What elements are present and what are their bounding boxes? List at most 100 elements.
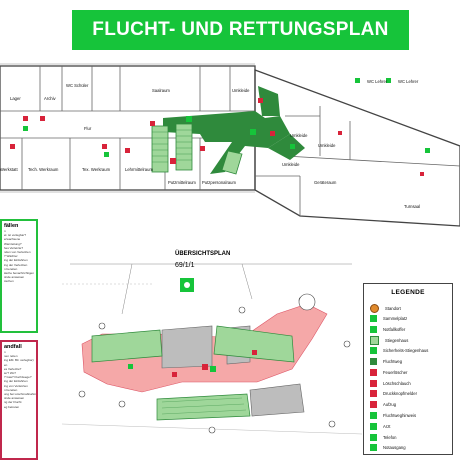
room-umkleide-3: Umkleide: [318, 143, 336, 148]
room-umkleide-1: Umkleide: [232, 88, 250, 93]
legend-item-telefon: Telefon: [370, 433, 397, 441]
panel-emergency-line: n: [4, 350, 6, 354]
legend-label: Sammelplatz: [383, 315, 408, 321]
room-wc-schueler: WC Schüler: [66, 83, 89, 88]
panel-emergency-line: ung bei Löschmaßnahm.: [4, 392, 36, 397]
panel-fire-line: ? Wächter: [4, 254, 18, 259]
feuerloescher-icon: [370, 368, 377, 376]
arzt-icon: [370, 422, 377, 430]
legend-label: Notausgang: [383, 445, 406, 451]
standort-icon: [370, 304, 379, 313]
panel-fire-line: nden von Verletzten: [4, 250, 31, 255]
stiegenhaus-icon: [370, 336, 379, 346]
room-tex-werkraum: Tex. Werkraum: [82, 167, 111, 172]
notfallkoffer-icon: [370, 325, 377, 333]
legend-label: Sicherheits-Stiegenhaus: [383, 348, 429, 354]
escape-route-east: [268, 134, 305, 160]
sicherheits-stiegenhaus-icon: [370, 347, 377, 355]
stair-block-3: [221, 150, 243, 175]
notausgang-icon: [370, 444, 377, 452]
panel-fire-line: hes Verletzte?: [4, 245, 24, 250]
legend-item-sicherheits-stiegenhaus: Sicherheits-Stiegenhaus: [370, 347, 429, 355]
legend-item-stiegenhaus: Stiegenhaus: [370, 336, 409, 346]
room-umkleide-2: Umkleide: [290, 133, 308, 138]
aufzug-icon: [370, 401, 377, 409]
legend-label: Fluchtweghinweis: [383, 413, 417, 418]
legend-item-loeschschlauch: Löschschlauch: [370, 379, 411, 387]
room-turnsaal: Turnsaal: [404, 204, 421, 209]
legend-label: Druckknopfmelder: [383, 391, 417, 397]
panel-emergency-heading: andfall: [4, 344, 22, 350]
panel-fire-line: ing der Einfahrten: [4, 258, 28, 263]
fluchtweghinweis-icon: [370, 412, 377, 419]
green-building-center: [213, 325, 295, 363]
legend-label: Fluchtweg: [383, 359, 403, 364]
panel-emergency-line: eg betreten: [4, 404, 20, 409]
overview-title: ÜBERSICHTSPLAN: [175, 251, 231, 257]
green-building-west: [91, 329, 163, 363]
panel-emergency-line: es Verletzte?: [4, 366, 22, 371]
legend-item-notfallkoffer: Notfallkoffer: [370, 325, 405, 333]
legend-item-arzt: Arzt: [370, 422, 391, 430]
loeschschlauch-icon: [370, 379, 377, 387]
panel-emergency-line: ? Gas? Fluchtwege?: [4, 375, 32, 380]
legend-label: Standort: [385, 306, 401, 311]
panel-fire-line: el. ist verlegbar?: [4, 233, 27, 238]
roundabout: [298, 293, 316, 311]
panel-emergency-line: n bereiten: [4, 387, 18, 392]
escape-route-main: [163, 111, 290, 174]
floor-plan: [0, 63, 460, 227]
room-wc-lehrer-2: WC Lehrer: [398, 79, 419, 84]
panel-emergency-line: ing der Einfahrten: [4, 379, 28, 384]
panel-fire-line: n bereiten: [4, 266, 18, 271]
legend-label: Löschschlauch: [383, 380, 411, 386]
panel-fire-heading: fällen: [4, 223, 19, 229]
legend-item-druckknopfmelder: Druckknopfmelder: [370, 390, 417, 398]
legend-item-notausgang: Notausgang: [370, 444, 406, 452]
panel-emergency-line: ünde anweisen: [4, 396, 25, 401]
green-building-south: [156, 393, 251, 421]
legend-item-feuerloescher: Feuerlöscher: [370, 368, 407, 376]
panel-fire-line: n: [4, 229, 6, 233]
panel-emergency-line: en: [4, 362, 8, 367]
room-putzpersonalraum: Putzpersonalraum: [202, 180, 236, 185]
room-lager: Lager: [10, 96, 21, 101]
panel-fire-line: Warnleitung?: [4, 241, 22, 246]
room-werkstatt: Werkstatt: [0, 167, 18, 172]
panel-fire-line: äsche benachrichtigen: [4, 271, 35, 276]
panel-emergency-line: ing von Verletzten: [4, 383, 28, 388]
panel-emergency-line: nen retten: [4, 354, 18, 359]
room-lehrmittelraum: Lehrmittelraum: [125, 167, 153, 172]
fluchtweg-icon: [370, 358, 377, 365]
room-wc-lehrer-1: WC Lehrer: [367, 79, 388, 84]
stair-block-1: [151, 125, 169, 173]
fire-extinguisher-markers: [10, 98, 424, 176]
grey-building-1: [161, 325, 213, 369]
grey-building-3: [249, 383, 305, 417]
stair-block-2: [175, 123, 193, 171]
legend-label: Telefon: [383, 434, 397, 440]
overview-map: [62, 244, 362, 458]
legend-label: Stiegenhaus: [385, 338, 409, 344]
legend-item-aufzug: Aufzug: [370, 401, 396, 409]
room-saalraum: Saalraum: [152, 88, 170, 93]
legend-label: Arzt: [383, 423, 391, 429]
panel-emergency-line: ng der Flucht: [4, 400, 22, 405]
room-flur: Flur: [84, 126, 92, 131]
panel-fire-line: ünde anweisen: [4, 275, 25, 280]
panel-fire-line: ing der Verletzten: [4, 262, 28, 267]
panel-emergency-line: ier? Wo?: [4, 371, 16, 376]
legend-title: LEGENDE: [391, 289, 425, 296]
panel-fire-line: öschen: [4, 279, 14, 284]
room-tech-werkraum: Tech. Werkraum: [28, 167, 59, 172]
escape-route-north: [258, 86, 280, 116]
room-umkleide-4: Umkleide: [282, 162, 300, 167]
panel-fire-line: erwachsene: [4, 237, 21, 242]
legend-item-standort: Standort: [370, 304, 401, 313]
emergency-exit-markers: [23, 78, 430, 157]
plan-title: FLUCHT- UND RETTUNGSPLAN: [72, 10, 409, 50]
parcel-number: 69/1/1: [175, 262, 195, 269]
